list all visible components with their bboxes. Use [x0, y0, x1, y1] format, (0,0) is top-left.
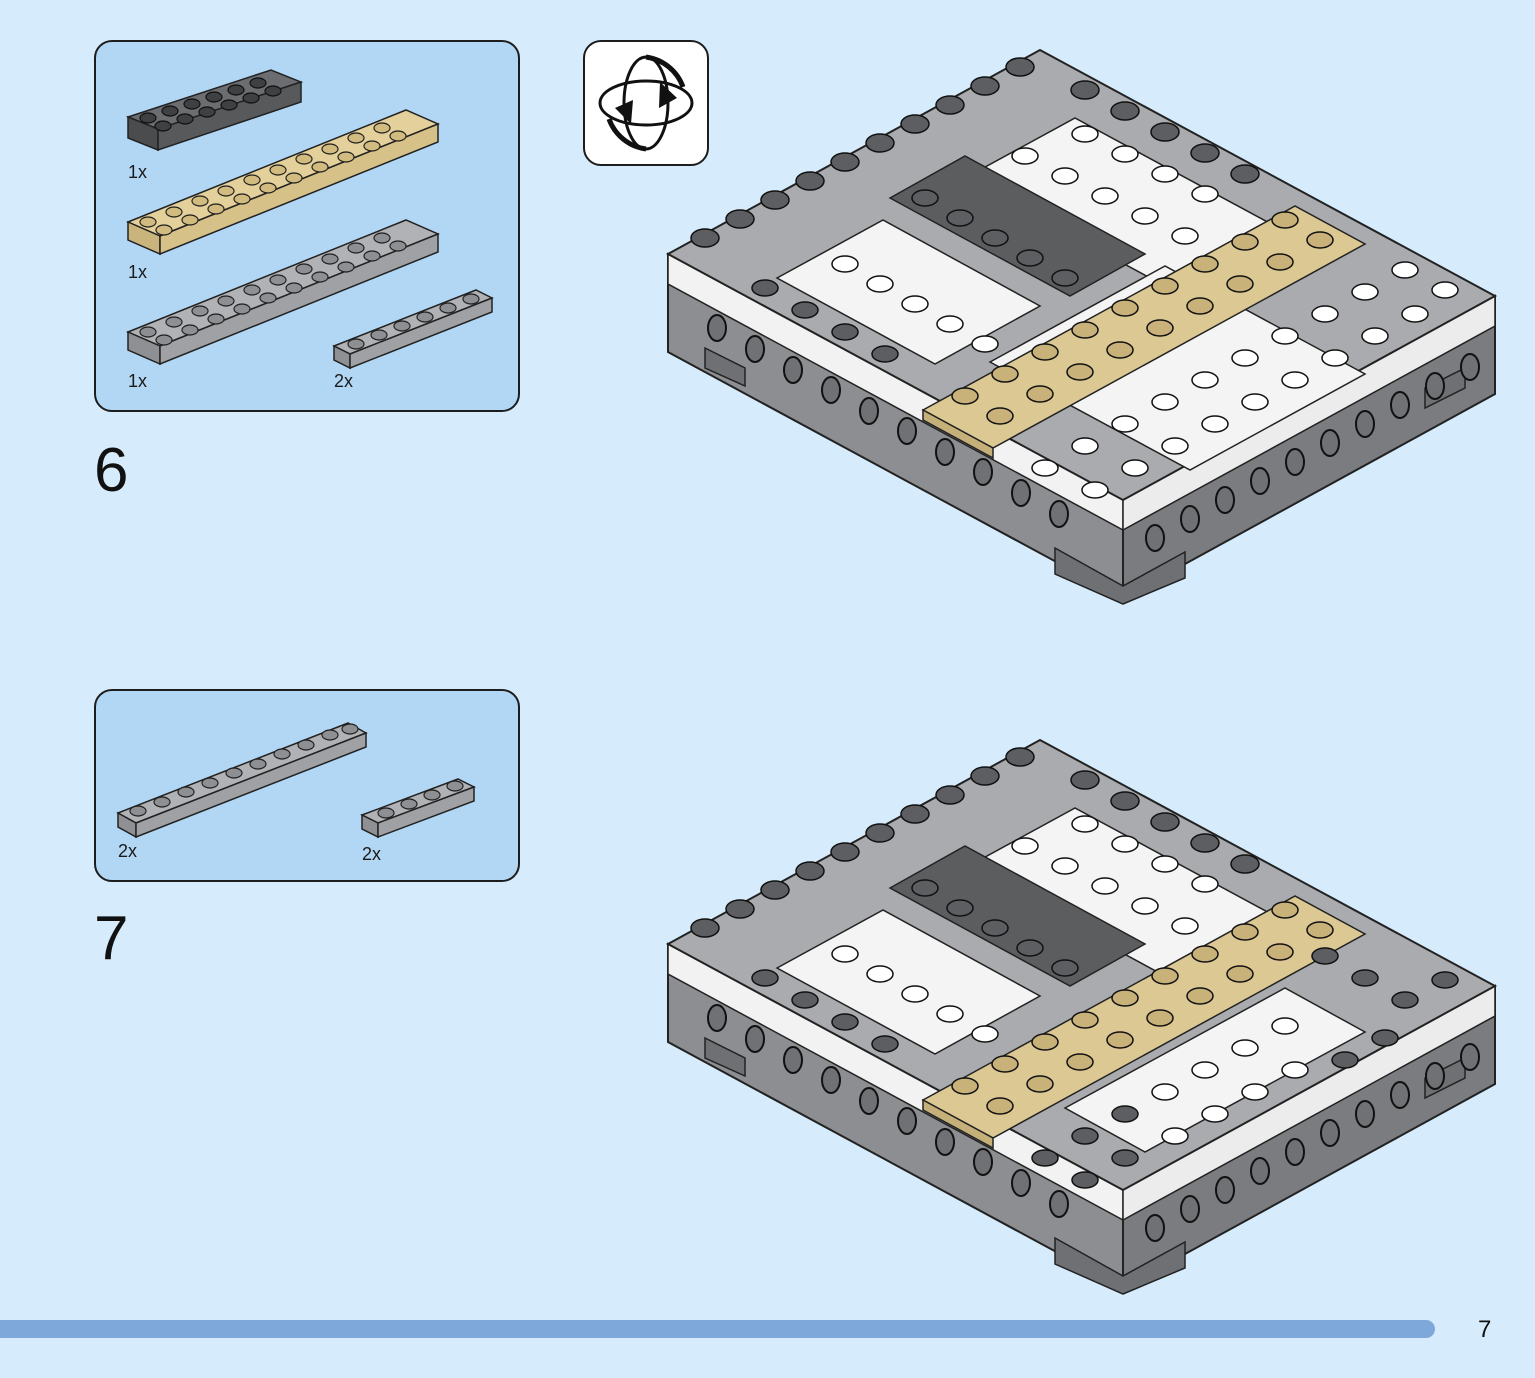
model-illustration-step-7: [665, 738, 1498, 1295]
step-number: 7: [94, 904, 129, 973]
model-illustration-step-6: [665, 48, 1498, 605]
rotate-model-icon: [583, 40, 709, 166]
part-light-gray-plate-long: [126, 219, 440, 366]
parts-list-step-7: 2x 2x: [94, 689, 520, 882]
part-quantity: 1x: [128, 371, 148, 391]
page-number: 7: [1478, 1316, 1492, 1343]
part-quantity: 2x: [362, 844, 382, 864]
footer-progress-bar: [0, 1320, 1435, 1338]
parts-illustration-step-6: [125, 69, 494, 370]
step-number: 6: [94, 436, 129, 505]
part-quantity: 2x: [334, 371, 354, 391]
part-quantity: 1x: [128, 262, 148, 282]
part-quantity: 2x: [118, 841, 138, 861]
part-light-gray-plate-short: [332, 289, 494, 370]
part-quantity: 1x: [128, 162, 148, 182]
part-dark-gray-plate: [125, 69, 304, 152]
parts-illustration-step-7: [116, 722, 476, 839]
part-light-gray-plate-short: [360, 778, 476, 839]
part-tan-plate: [126, 109, 440, 256]
parts-list-step-6: 1x 1x 1x 2x: [94, 40, 520, 412]
part-light-gray-plate-long: [116, 722, 368, 839]
